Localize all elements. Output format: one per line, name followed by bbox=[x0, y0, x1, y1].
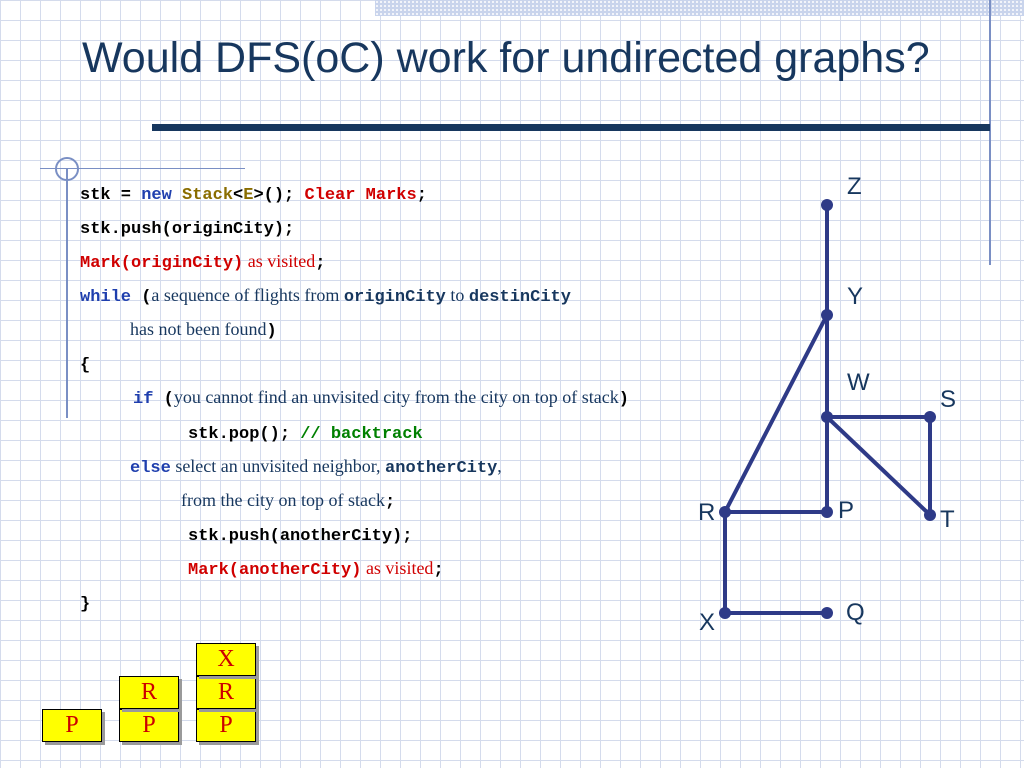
node-s bbox=[924, 411, 936, 423]
header-decoration bbox=[375, 0, 1024, 16]
node-label-s: S bbox=[940, 386, 956, 413]
node-label-y: Y bbox=[847, 283, 863, 310]
decorative-vertical-line-left bbox=[66, 168, 68, 418]
edge-w-t bbox=[825, 415, 932, 517]
node-r bbox=[719, 506, 731, 518]
code-line-2: stk.push(originCity); bbox=[80, 220, 295, 239]
stack-2-item-r: R bbox=[119, 676, 179, 709]
code-line-3: Mark(originCity) as visited; bbox=[80, 251, 326, 273]
code-line-13: } bbox=[80, 595, 91, 614]
slide-title: Would DFS(oC) work for undirected graphs… bbox=[82, 34, 930, 82]
code-line-1: stk = new Stack<E>(); Clear Marks; bbox=[80, 186, 427, 205]
stack-1-item-p: P bbox=[42, 709, 102, 742]
code-line-8: stk.pop(); // backtrack bbox=[188, 425, 423, 444]
code-line-4: while (a sequence of flights from origin… bbox=[80, 285, 571, 307]
stack-3-item-x: X bbox=[196, 643, 256, 676]
code-line-10: from the city on top of stack; bbox=[181, 490, 396, 512]
node-label-w: W bbox=[847, 369, 870, 396]
city-graph: Z Y W S R P T X Q bbox=[698, 173, 956, 636]
code-line-9: else select an unvisited neighbor, anoth… bbox=[130, 456, 502, 478]
code-line-12: Mark(anotherCity) as visited; bbox=[188, 558, 444, 580]
code-line-7: if (you cannot find an unvisited city fr… bbox=[133, 387, 629, 409]
crosshair-icon bbox=[55, 157, 79, 181]
node-t bbox=[924, 509, 936, 521]
stack-2-item-p: P bbox=[119, 709, 179, 742]
node-x bbox=[719, 607, 731, 619]
node-label-x: X bbox=[699, 609, 715, 636]
node-label-q: Q bbox=[846, 599, 865, 626]
node-w bbox=[821, 411, 833, 423]
stack-3-item-p: P bbox=[196, 709, 256, 742]
stack-3-item-r: R bbox=[196, 676, 256, 709]
node-label-r: R bbox=[698, 499, 715, 526]
node-z bbox=[821, 199, 833, 211]
code-line-5: has not been found) bbox=[130, 319, 277, 341]
node-label-p: P bbox=[838, 497, 854, 524]
title-underline bbox=[152, 124, 990, 131]
decorative-vertical-line bbox=[989, 0, 991, 265]
node-y bbox=[821, 309, 833, 321]
node-p bbox=[821, 506, 833, 518]
code-line-11: stk.push(anotherCity); bbox=[188, 527, 413, 546]
edge-y-r bbox=[723, 313, 829, 514]
code-line-6: { bbox=[80, 356, 91, 375]
node-label-t: T bbox=[940, 506, 955, 533]
decorative-horizontal-line bbox=[40, 168, 245, 169]
node-label-z: Z bbox=[847, 173, 862, 200]
node-q bbox=[821, 607, 833, 619]
